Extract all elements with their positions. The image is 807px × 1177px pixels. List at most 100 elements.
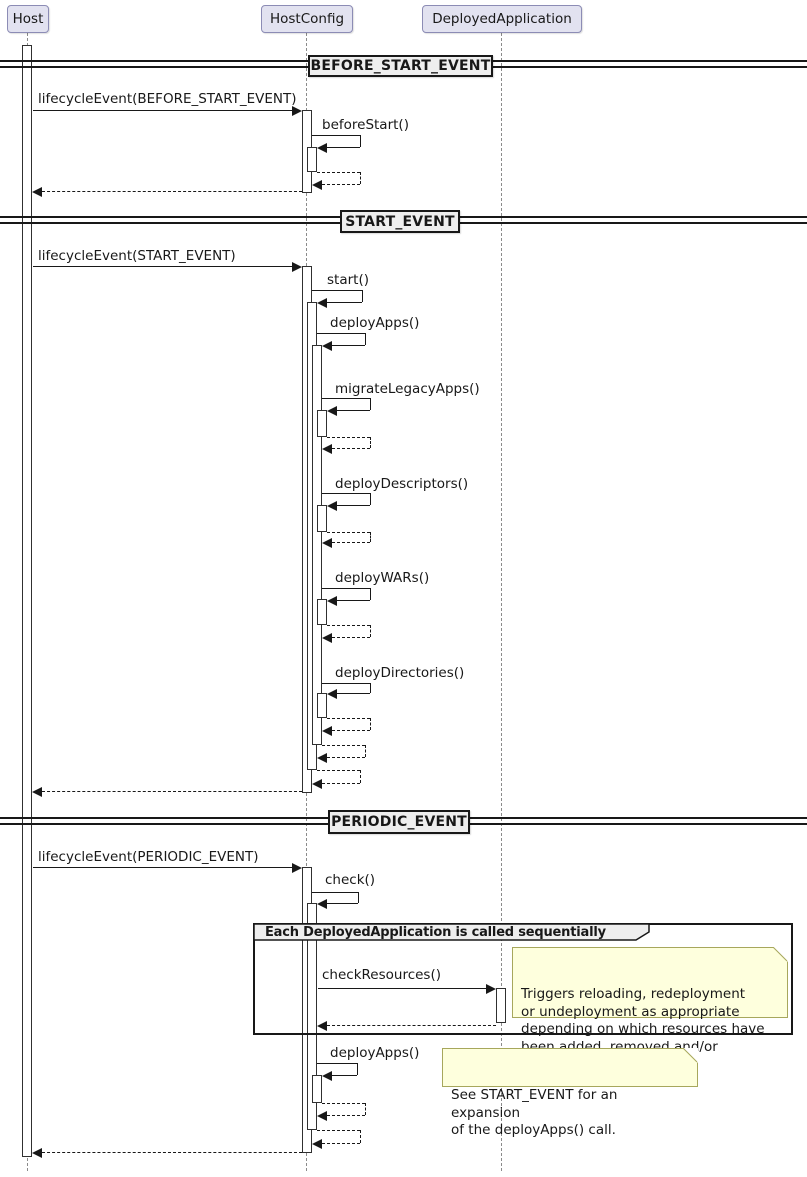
arrowhead	[32, 187, 42, 197]
self-call-line	[312, 135, 360, 136]
self-call-line	[327, 147, 360, 148]
message-checkresources-label: checkResources()	[322, 967, 442, 983]
self-call-line	[370, 588, 371, 600]
self-call-line	[327, 903, 358, 904]
return-line	[42, 791, 302, 792]
arrowhead	[292, 106, 302, 116]
return-line	[327, 532, 370, 533]
return-line	[332, 542, 370, 543]
message-deploywars-label: deployWARs()	[335, 570, 430, 586]
return-line	[327, 1115, 365, 1116]
activation-beforestart	[307, 147, 317, 172]
self-call-line	[337, 600, 370, 601]
participant-deployedapplication: DeployedApplication	[422, 5, 582, 33]
return-line	[322, 783, 360, 784]
lifeline-deployedapplication	[501, 33, 502, 1171]
message-migratelegacyapps-label: migrateLegacyApps()	[335, 381, 480, 397]
return-line	[322, 1143, 360, 1144]
arrowhead	[327, 406, 337, 416]
return-line	[370, 532, 371, 542]
activation-host	[22, 45, 32, 1157]
activation-deploywars	[317, 599, 327, 625]
message-beforestart-label: beforeStart()	[322, 117, 409, 133]
return-line	[365, 1103, 366, 1115]
arrowhead	[317, 899, 327, 909]
return-line	[332, 637, 370, 638]
message-line	[33, 867, 293, 868]
divider-label: START_EVENT	[345, 213, 455, 230]
arrowhead	[317, 753, 327, 763]
note-text: See START_EVENT for an expansion of the …	[451, 1087, 618, 1138]
return-line	[327, 625, 370, 626]
group-header-shape	[253, 923, 650, 941]
return-line	[370, 625, 371, 637]
message-start-label: start()	[327, 272, 369, 288]
self-call-line	[322, 493, 370, 494]
message-deploydirectories-label: deployDirectories()	[335, 665, 465, 681]
arrowhead	[292, 863, 302, 873]
arrowhead	[312, 779, 322, 789]
arrowhead	[32, 1148, 42, 1158]
activation-deploydescriptors	[317, 505, 327, 532]
return-line	[317, 1130, 360, 1131]
return-line	[322, 1103, 365, 1104]
return-line	[360, 1130, 361, 1143]
message-lifecycle-periodic-label: lifecycleEvent(PERIODIC_EVENT)	[38, 849, 259, 865]
message-line	[33, 266, 293, 267]
self-call-line	[370, 683, 371, 693]
return-line	[327, 757, 365, 758]
participant-deployedapplication-label: DeployedApplication	[432, 11, 572, 27]
return-line	[365, 745, 366, 757]
arrowhead	[317, 298, 327, 308]
message-check-label: check()	[325, 872, 376, 888]
return-line	[370, 718, 371, 730]
return-line	[327, 718, 370, 719]
return-line	[360, 770, 361, 783]
note-deployapps: See START_EVENT for an expansion of the …	[442, 1048, 698, 1138]
participant-hostconfig: HostConfig	[261, 5, 353, 33]
self-call-line	[322, 588, 370, 589]
participant-host-label: Host	[12, 11, 44, 27]
message-deployapps-label: deployApps()	[330, 315, 420, 331]
arrowhead	[322, 1071, 332, 1081]
arrowhead	[32, 787, 42, 797]
arrowhead	[317, 1111, 327, 1121]
arrowhead	[327, 596, 337, 606]
self-call-line	[322, 398, 370, 399]
arrowhead	[486, 984, 496, 994]
message-deploydescriptors-label: deployDescriptors()	[335, 476, 469, 492]
self-call-line	[332, 345, 365, 346]
return-line	[317, 770, 360, 771]
self-call-line	[360, 135, 361, 147]
return-line	[332, 730, 370, 731]
self-call-line	[312, 892, 358, 893]
arrowhead	[317, 143, 327, 153]
activation-checkresources	[496, 988, 506, 1023]
return-line	[332, 448, 370, 449]
return-line	[42, 191, 302, 192]
self-call-line	[312, 290, 362, 291]
activation-deployapps	[312, 345, 322, 745]
self-call-line	[317, 333, 365, 334]
return-line	[317, 172, 360, 173]
return-line	[42, 1152, 302, 1153]
self-call-line	[327, 302, 362, 303]
activation-migratelegacyapps	[317, 410, 327, 437]
self-call-line	[322, 683, 370, 684]
participant-host: Host	[7, 5, 49, 33]
arrowhead	[322, 444, 332, 454]
self-call-line	[357, 1063, 358, 1075]
return-line	[327, 437, 370, 438]
return-line	[322, 184, 360, 185]
activation-deployapps-periodic	[312, 1075, 322, 1103]
arrowhead	[312, 1139, 322, 1149]
activation-deploydirectories	[317, 693, 327, 718]
return-line	[370, 437, 371, 448]
message-lifecycle-before-label: lifecycleEvent(BEFORE_START_EVENT)	[38, 91, 297, 107]
arrowhead	[327, 501, 337, 511]
self-call-line	[337, 505, 370, 506]
self-call-line	[365, 333, 366, 345]
note-fold-icon	[773, 947, 788, 962]
message-lifecycle-before-line	[33, 110, 293, 111]
divider-start-event: START_EVENT	[340, 210, 460, 233]
